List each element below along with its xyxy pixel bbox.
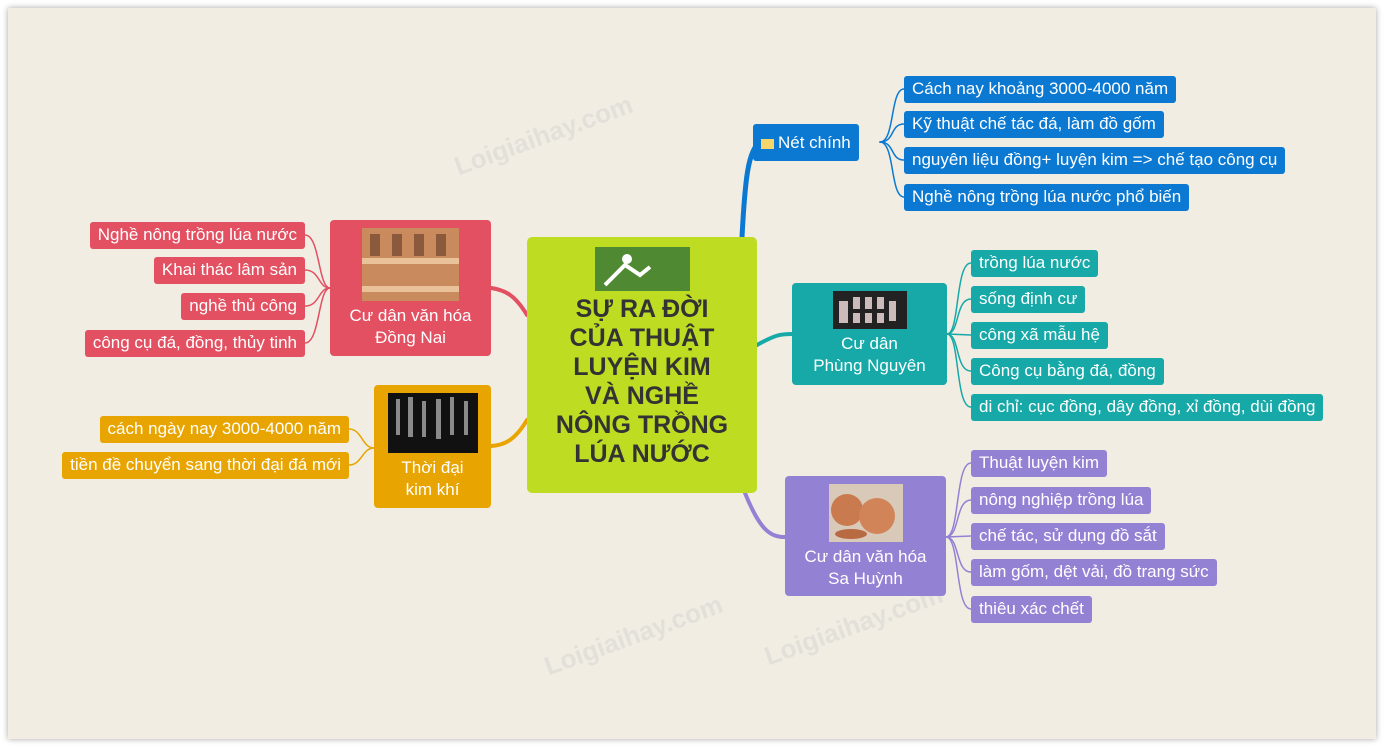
branch-label-line: Đồng Nai <box>375 328 446 347</box>
branch-label-line: kim khí <box>405 480 460 499</box>
branch-dong-nai[interactable]: Cư dân văn hóa Đồng Nai <box>330 220 491 356</box>
branch-label-line: Sa Huỳnh <box>828 569 903 588</box>
branch-kim-khi[interactable]: Thời đại kim khí <box>374 385 491 508</box>
central-title-line: SỰ RA ĐỜI <box>575 295 709 323</box>
topic-item[interactable]: nghề thủ công <box>181 293 305 320</box>
branch-label-line: Phùng Nguyên <box>813 356 926 375</box>
topic-item[interactable]: Cách nay khoảng 3000-4000 năm <box>904 76 1177 103</box>
central-title-line: VÀ NGHỀ <box>585 382 699 410</box>
branch-label-line: Cư dân văn hóa <box>804 547 927 566</box>
topic-item[interactable]: làm gốm, dệt vải, đồ trang sức <box>971 559 1217 586</box>
branch-phung-nguyen[interactable]: Cư dân Phùng Nguyên <box>792 283 947 385</box>
topic-item[interactable]: di chỉ: cục đồng, dây đồng, xỉ đồng, dùi… <box>971 394 1324 421</box>
topic-item[interactable]: tiền đề chuyển sang thời đại đá mới <box>62 452 349 479</box>
central-title-line: CỦA THUẬT <box>569 324 715 352</box>
pottery-image <box>828 484 903 542</box>
branch-label-line: Thời đại <box>401 458 464 477</box>
branch-label-line: Cư dân văn hóa <box>349 306 472 325</box>
topic-item[interactable]: Khai thác lâm sản <box>153 257 305 284</box>
central-title-line: LÚA NƯỚC <box>574 440 710 468</box>
branch-sa-huynh[interactable]: Cư dân văn hóa Sa Huỳnh <box>785 476 946 596</box>
central-title-line: LUYỆN KIM <box>573 353 711 381</box>
branch-net-chinh[interactable]: Nét chính <box>753 124 859 161</box>
topic-item[interactable]: sống định cư <box>971 286 1086 313</box>
artifacts-image <box>362 228 459 301</box>
stone-tools-image <box>832 291 907 329</box>
topic-item[interactable]: nguyên liệu đồng+ luyện kim => chế tạo c… <box>904 147 1286 174</box>
central-topic[interactable]: SỰ RA ĐỜI CỦA THUẬT LUYỆN KIM VÀ NGHỀ NÔ… <box>527 237 757 493</box>
branch-label-line: Cư dân <box>841 334 898 353</box>
folder-icon <box>761 139 774 149</box>
topic-item[interactable]: thiêu xác chết <box>971 596 1092 623</box>
farmer-image <box>594 247 690 291</box>
topic-item[interactable]: Nghề nông trồng lúa nước phổ biến <box>904 184 1190 211</box>
topic-item[interactable]: Thuật luyện kim <box>971 450 1107 477</box>
topic-item[interactable]: Kỹ thuật chế tác đá, làm đồ gốm <box>904 111 1164 138</box>
topic-item[interactable]: công cụ đá, đồng, thủy tinh <box>84 330 305 357</box>
topic-item[interactable]: trồng lúa nước <box>971 250 1099 277</box>
topic-item[interactable]: cách ngày nay 3000-4000 năm <box>99 416 349 443</box>
metal-tools-image <box>387 393 478 453</box>
topic-item[interactable]: công xã mẫu hệ <box>971 322 1108 349</box>
branch-label: Nét chính <box>778 133 851 152</box>
topic-item[interactable]: nông nghiệp trồng lúa <box>971 487 1152 514</box>
topic-item[interactable]: Công cụ bằng đá, đồng <box>971 358 1164 385</box>
topic-item[interactable]: chế tác, sử dụng đồ sắt <box>971 523 1165 550</box>
central-title-line: NÔNG TRỒNG <box>555 411 729 439</box>
topic-item[interactable]: Nghề nông trồng lúa nước <box>89 222 305 249</box>
